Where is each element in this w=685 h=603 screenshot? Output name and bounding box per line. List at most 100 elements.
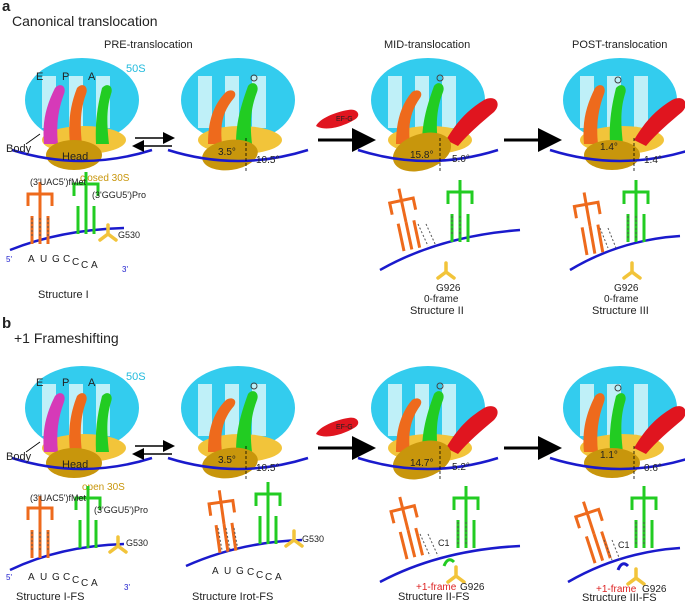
mrna-brot-nt-4: C — [247, 567, 254, 578]
mrna-seq-b-rot: A U G C C C A — [212, 566, 282, 583]
angle-a-s3-head: 1.4° — [644, 155, 662, 166]
label-e-a: E — [36, 71, 43, 83]
mrna-brot-nt-7: A — [275, 572, 282, 583]
angle-b-s3-body: 1.1° — [600, 450, 618, 461]
mrna-a-nt-2: U — [40, 254, 47, 265]
structure-1 — [9, 170, 125, 252]
struct-2-label: Structure II — [410, 305, 464, 317]
label-e-b: E — [36, 377, 43, 389]
trna-a-name-b: (3'GGU5')Pro — [94, 505, 148, 515]
struct-2-fs-label: Structure II-FS — [398, 591, 470, 603]
mrna-a-nt-6: C — [81, 260, 88, 271]
plus1-frame-b-s3: +1-frame — [596, 584, 637, 595]
label-a-b: A — [88, 377, 96, 389]
mrna-brot-nt-5: C — [256, 570, 263, 581]
label-a-a: A — [88, 71, 96, 83]
three-prime-a: 3' — [122, 265, 128, 274]
angle-b-s1-head: 10.5° — [256, 463, 279, 474]
panel-b-title: +1 Frameshifting — [14, 330, 119, 346]
mrna-seq-a: A U G C C C A — [28, 254, 98, 271]
trna-p-name-a: (3'UAC5')fMet — [30, 177, 86, 187]
mrna-a-nt-4: C — [63, 254, 70, 265]
angle-a-s2-head: 5.0° — [452, 154, 470, 165]
c1-b-2: C1 — [618, 540, 630, 550]
mrna-a-nt-1: A — [28, 254, 35, 265]
mrna-b-nt-4: C — [63, 572, 70, 583]
struct-3-label: Structure III — [592, 305, 649, 317]
structure-3 — [569, 178, 681, 280]
panel-b-letter: b — [2, 315, 11, 332]
mrna-brot-nt-6: C — [265, 572, 272, 583]
g530-b-1: G530 — [126, 538, 148, 548]
angle-b-s2-head: 5.2° — [452, 462, 470, 473]
mrna-brot-nt-3: G — [236, 566, 244, 577]
label-50s-a: 50S — [126, 63, 146, 75]
mrna-brot-nt-2: U — [224, 566, 231, 577]
c1-b-1: C1 — [438, 538, 450, 548]
zero-frame-a-s3: 0-frame — [604, 294, 639, 305]
ribosome-a4 — [548, 56, 685, 172]
ribosome-b2 — [166, 364, 310, 484]
stage-mid-label: MID-translocation — [384, 39, 470, 51]
efg-label-a: EF-G — [336, 116, 353, 123]
angle-a-s1-head: 10.5° — [256, 155, 279, 166]
label-p-a: P — [62, 71, 69, 83]
five-prime-a: 5' — [6, 255, 12, 264]
g926-a-s3: G926 — [614, 283, 639, 294]
three-prime-b: 3' — [124, 583, 130, 592]
efg-label-b: EF-G — [336, 424, 353, 431]
mrna-b-nt-5: C — [72, 575, 79, 586]
angle-b-s3-head: 0.6° — [644, 463, 662, 474]
label-head-b: Head — [62, 459, 88, 471]
equilibrium-arrow-b — [132, 440, 175, 460]
struct-3-fs-label: Structure III-FS — [582, 592, 657, 603]
ribosome-b4 — [548, 364, 685, 480]
ribosome-a2 — [166, 56, 310, 176]
mrna-brot-nt-1: A — [212, 566, 219, 577]
trna-a-name-a: (3'GGU5')Pro — [92, 190, 146, 200]
g926-a-s2: G926 — [436, 283, 461, 294]
stage-post-label: POST-translocation — [572, 39, 667, 51]
panel-a-letter: a — [2, 0, 11, 15]
angle-a-s1-body: 3.5° — [218, 147, 236, 158]
label-30s-a: closed 30S — [80, 173, 130, 184]
label-head-a: Head — [62, 151, 88, 163]
zero-frame-a-s2: 0-frame — [424, 294, 459, 305]
panel-a-title: Canonical translocation — [12, 13, 158, 29]
label-50s-b: 50S — [126, 371, 146, 383]
mrna-a-nt-5: C — [72, 257, 79, 268]
g926-b-s2: G926 — [460, 582, 485, 593]
structure-3-fs — [567, 484, 681, 586]
angle-a-s2-body: 15.8° — [410, 150, 433, 161]
mrna-b-nt-6: C — [81, 578, 88, 589]
structure-1rot-fs — [185, 480, 304, 568]
mrna-b-nt-2: U — [40, 572, 47, 583]
mrna-a-nt-3: G — [52, 254, 60, 265]
structure-2-fs — [379, 484, 521, 584]
efg-free-b — [316, 417, 359, 437]
g530-b-2: G530 — [302, 534, 324, 544]
label-30s-b: open 30S — [82, 482, 125, 493]
g530-a: G530 — [118, 230, 140, 240]
struct-1-fs-label: Structure I-FS — [16, 591, 84, 603]
structure-2 — [379, 178, 521, 280]
mrna-b-nt-1: A — [28, 572, 35, 583]
mrna-b-nt-3: G — [52, 572, 60, 583]
efg-free-a — [316, 109, 359, 129]
struct-1rot-fs-label: Structure Irot-FS — [192, 591, 273, 603]
angle-a-s3-body: 1.4° — [600, 142, 618, 153]
angle-b-s1-body: 3.5° — [218, 455, 236, 466]
trna-p-name-b: (3'UAC5')fMet — [30, 493, 86, 503]
structure-1-fs — [9, 484, 128, 572]
label-body-b: Body — [6, 451, 32, 463]
mrna-seq-b: A U G C C C A — [28, 572, 98, 589]
angle-b-s2-body: 14.7° — [410, 458, 433, 469]
label-body-a: Body — [6, 143, 32, 155]
equilibrium-arrow-a — [132, 132, 175, 152]
mrna-b-nt-7: A — [91, 578, 98, 589]
plus1-frame-b-s2: +1-frame — [416, 582, 457, 593]
stage-pre-label: PRE-translocation — [104, 39, 193, 51]
g926-b-s3: G926 — [642, 584, 667, 595]
struct-1-label: Structure I — [38, 289, 89, 301]
